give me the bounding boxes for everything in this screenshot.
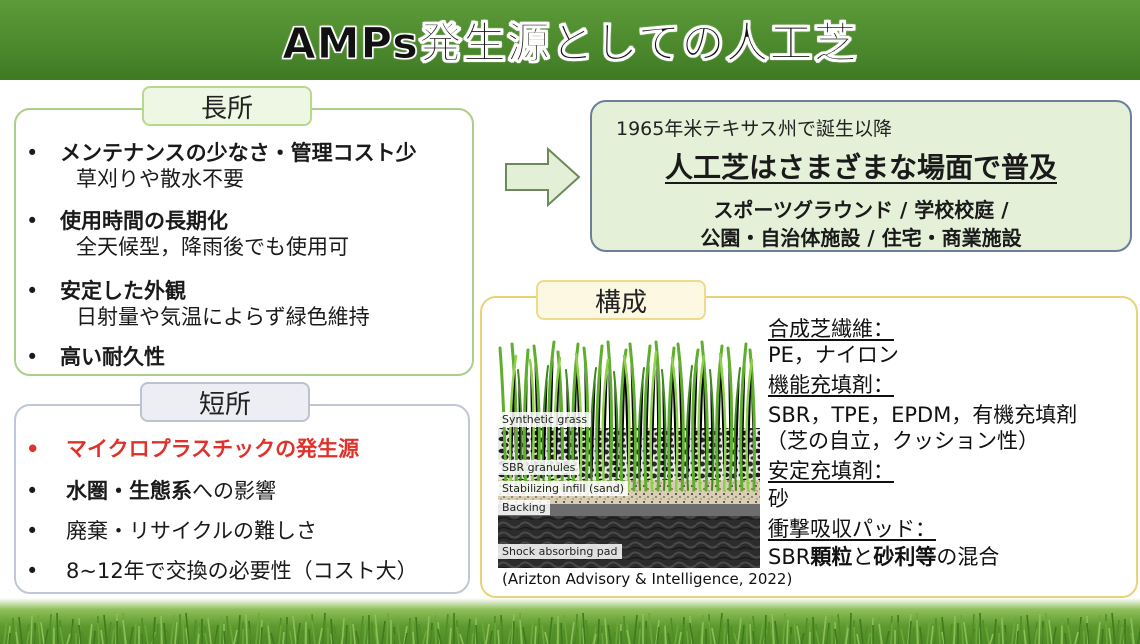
image-citation: (Arizton Advisory & Intelligence, 2022): [502, 570, 793, 588]
pros-item-main: 使用時間の長期化: [60, 209, 228, 233]
filler-value: SBR，TPE，EPDM，有機充填剤: [768, 403, 1078, 427]
spread-line-1: スポーツグラウンド / 学校校庭 /: [713, 198, 1009, 222]
bullet: •: [26, 559, 39, 583]
pros-item: • 使用時間の長期化 全天候型，降雨後でも使用可: [26, 208, 349, 260]
cons-item: • 8~12年で交換の必要性（コスト大）: [26, 558, 418, 584]
cons-item: • 水圏・生態系への影響: [26, 478, 276, 504]
pad-value-bold: 砂利等: [873, 545, 937, 569]
bullet: •: [26, 209, 39, 233]
turf-label-sbr: SBR granules: [498, 460, 580, 475]
cons-item-bold: 水圏・生態系: [66, 479, 192, 503]
pros-item-sub: 全天候型，降雨後でも使用可: [76, 235, 349, 259]
bullet: •: [26, 141, 39, 165]
spread-headline: 人工芝はさまざまな場面で普及: [664, 151, 1057, 184]
stable-label: 安定充填剤：: [768, 459, 894, 483]
pros-heading: 長所: [142, 86, 312, 126]
cons-item-text: 廃棄・リサイクルの難しさ: [66, 519, 317, 543]
pros-item-main: 安定した外観: [60, 279, 186, 303]
pad-value-bold: 顆粒: [810, 545, 853, 569]
pad-label: 衝撃吸収パッド：: [768, 517, 936, 541]
bullet: •: [26, 279, 39, 303]
pros-item: • 高い耐久性: [26, 344, 165, 370]
bullet: •: [26, 437, 40, 461]
turf-label-infill: Stabilizing infill (sand): [498, 481, 629, 496]
pad-value: SBR顆粒と砂利等の混合: [768, 544, 999, 570]
pad-value-part: の混合: [936, 545, 1000, 569]
bullet: •: [26, 519, 39, 543]
pros-item-main: メンテナンスの少なさ・管理コスト少: [60, 141, 417, 165]
turf-label-backing: Backing: [498, 500, 550, 515]
pros-item: • メンテナンスの少なさ・管理コスト少 草刈りや散水不要: [26, 140, 417, 192]
pros-panel: [14, 108, 474, 376]
title-banner: AMPs発生源としての人工芝: [0, 0, 1140, 80]
pros-item: • 安定した外観 日射量や気温によらず緑色維持: [26, 278, 370, 330]
cons-item: • マイクロプラスチックの発生源: [26, 436, 359, 462]
spread-headline-wrap: 人工芝はさまざまな場面で普及: [590, 146, 1132, 186]
cons-item: • 廃棄・リサイクルの難しさ: [26, 518, 317, 544]
pros-item-main: 高い耐久性: [60, 345, 165, 369]
stable-value: 砂: [768, 487, 789, 511]
cons-item-text: マイクロプラスチックの発生源: [66, 437, 360, 461]
spread-since: 1965年米テキサス州で誕生以降: [616, 118, 892, 140]
spread-panel: [590, 100, 1132, 252]
fiber-label: 合成芝繊維：: [768, 317, 894, 341]
bullet: •: [26, 345, 39, 369]
cons-heading: 短所: [140, 382, 310, 422]
cons-item-rest: への影響: [192, 479, 276, 503]
page-title: AMPs発生源としての人工芝: [282, 19, 858, 70]
pros-item-sub: 日射量や気温によらず緑色維持: [76, 305, 370, 329]
pros-item-sub: 草刈りや散水不要: [76, 167, 244, 191]
pad-value-part: と: [852, 545, 874, 569]
grass-strip: [0, 598, 1140, 644]
bullet: •: [26, 479, 39, 503]
filler-note: （芝の自立，クッション性）: [766, 429, 1039, 453]
filler-label: 機能充填剤：: [768, 373, 894, 397]
cons-item-text: 8~12年で交換の必要性（コスト大）: [66, 559, 418, 583]
turf-cross-section-image: Synthetic grass SBR granules Stabilizing…: [498, 340, 760, 568]
fiber-value: PE，ナイロン: [768, 343, 899, 367]
right-arrow-icon: [505, 146, 581, 208]
turf-label-grass: Synthetic grass: [498, 412, 592, 427]
pad-value-part: SBR: [768, 545, 811, 569]
turf-label-pad: Shock absorbing pad: [498, 544, 622, 559]
cons-panel: [14, 404, 470, 594]
composition-heading: 構成: [536, 280, 706, 320]
spread-line-2: 公園・自治体施設 / 住宅・商業施設: [700, 226, 1022, 250]
